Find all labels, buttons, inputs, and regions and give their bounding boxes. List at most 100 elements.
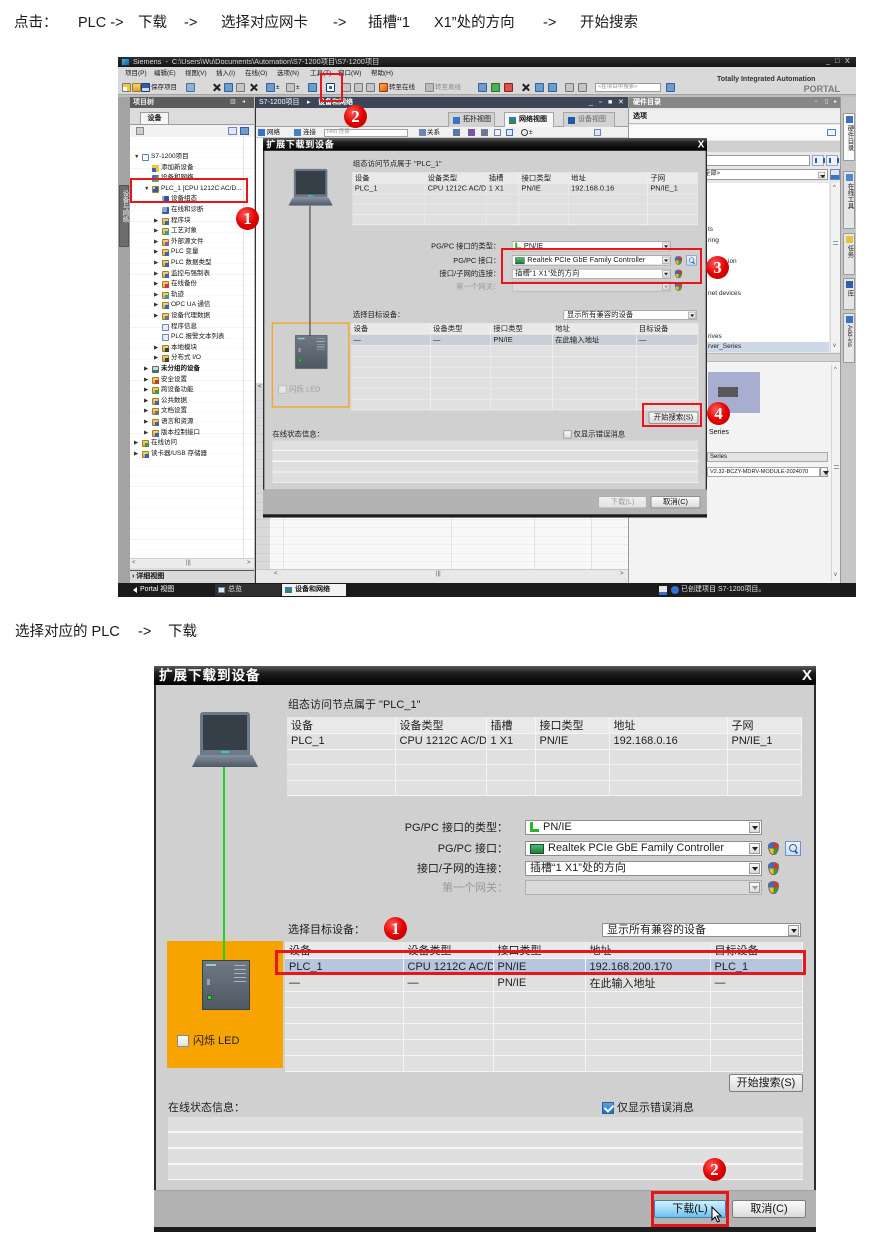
first-gateway-dropdown[interactable]	[525, 880, 762, 895]
start-search-button[interactable]: 开始搜索(S)	[729, 1074, 803, 1092]
network-mode-icon[interactable]	[258, 129, 265, 136]
download-to-device-icon[interactable]	[326, 83, 335, 92]
collapsed-arrow-icon[interactable]: ▶	[154, 291, 159, 298]
scroll-left-button[interactable]: <	[132, 560, 136, 566]
tree-item-local-modules[interactable]: ▶本地模块	[130, 343, 254, 354]
undo-icon[interactable]	[266, 83, 275, 92]
toolbar-icon[interactable]	[453, 129, 460, 136]
catalog-item[interactable]: ts	[708, 226, 714, 233]
paste-icon[interactable]	[236, 83, 245, 92]
undo-dropdown[interactable]: ±	[276, 84, 280, 91]
split-vertical-icon[interactable]	[548, 83, 557, 92]
tab-devices[interactable]: 设备	[140, 112, 169, 124]
go-online-icon[interactable]	[379, 83, 388, 92]
menu-view[interactable]: 视图(V)	[185, 70, 207, 77]
flash-led-checkbox[interactable]	[177, 1035, 189, 1047]
download-button[interactable]: 下载(L)	[654, 1200, 726, 1218]
collapse-panel-icon[interactable]: ▸	[834, 99, 838, 105]
errors-only-checkbox[interactable]	[602, 1102, 614, 1114]
collapsed-arrow-icon[interactable]: ▶	[154, 217, 159, 224]
chevron-down-icon[interactable]	[749, 843, 760, 854]
menu-project[interactable]: 项目(P)	[125, 70, 147, 77]
chevron-down-icon[interactable]	[688, 311, 696, 320]
catalog-item[interactable]: ring	[708, 237, 719, 244]
catalog-item[interactable]: ion	[728, 258, 737, 265]
tree-item-languages-resources[interactable]: ▶语言和资源	[130, 417, 254, 428]
collapsed-arrow-icon[interactable]: ▶	[144, 429, 149, 436]
go-offline-icon[interactable]	[425, 83, 434, 92]
target-device-filter-dropdown[interactable]: 显示所有兼容的设备	[602, 923, 801, 937]
go-online-button[interactable]: 转至在线	[389, 84, 415, 91]
collapsed-arrow-icon[interactable]: ▶	[134, 440, 139, 447]
cell-address[interactable]: 在此输入地址	[552, 334, 637, 346]
network-button[interactable]: 网络	[267, 129, 280, 136]
scroll-up-button[interactable]: ^	[834, 367, 837, 373]
errors-only-checkbox[interactable]	[563, 430, 572, 439]
taskcard-tasks[interactable]: 任务	[843, 233, 855, 275]
tree-item-plc-data-types[interactable]: ▶PLC 数据类型	[130, 258, 254, 269]
tree-item-plc-1[interactable]: ▼PLC_1 [CPU 1212C AC/D...	[130, 184, 254, 195]
start-cpu-icon[interactable]	[491, 83, 500, 92]
table-row-selected[interactable]: — — PN/IE 在此输入地址 —	[350, 334, 698, 346]
subnet-connection-dropdown[interactable]: 插槽“1 X1”处的方向	[511, 268, 671, 279]
flash-led-checkbox[interactable]	[278, 385, 287, 394]
taskcard-online-tools[interactable]: 在线工具	[843, 171, 855, 229]
tree-item-external-sources[interactable]: ▶外部源文件	[130, 237, 254, 248]
go-offline-button[interactable]: 转至离线	[435, 84, 461, 91]
target-device-filter-dropdown[interactable]: 显示所有兼容的设备	[563, 310, 697, 320]
collapsed-arrow-icon[interactable]: ▶	[144, 387, 149, 394]
menu-help[interactable]: 帮助(H)	[371, 70, 394, 77]
cancel-button[interactable]: 取消(C)	[650, 496, 701, 509]
tree-item-device-configuration[interactable]: 设备组态	[130, 194, 254, 205]
tree-item-distributed-io[interactable]: ▶分布式 I/O	[130, 353, 254, 364]
chevron-down-icon[interactable]	[662, 270, 670, 278]
tree-item-technology-objects[interactable]: ▶工艺对象	[130, 226, 254, 237]
search-icon[interactable]	[666, 83, 675, 92]
window-layout-icon[interactable]	[565, 83, 574, 92]
catalog-item[interactable]: net devices	[708, 290, 741, 297]
collapsed-arrow-icon[interactable]: ▶	[154, 302, 159, 309]
collapsed-arrow-icon[interactable]: ▶	[154, 281, 159, 288]
collapsed-arrow-icon[interactable]: ▶	[154, 260, 159, 266]
copy-icon[interactable]	[224, 83, 233, 92]
overview-tab[interactable]: 总览	[215, 584, 281, 596]
collapsed-arrow-icon[interactable]: ▶	[154, 238, 159, 245]
subnet-connection-dropdown[interactable]: 插槽“1 X1”处的方向	[525, 861, 762, 876]
table-row-selected[interactable]: PLC_1 CPU 1212C AC/D... PN/IE 192.168.20…	[285, 958, 803, 975]
tree-item-security-settings[interactable]: ▶安全设置	[130, 375, 254, 386]
menu-window[interactable]: 窗口(W)	[338, 70, 362, 77]
breadcrumb-project[interactable]: S7-1200项目	[259, 99, 300, 106]
collapsed-arrow-icon[interactable]: ▶	[154, 355, 159, 362]
scroll-thumb[interactable]	[834, 465, 839, 469]
table-row[interactable]: PLC_1 CPU 1212C AC/D... 1 X1 PN/IE 192.1…	[287, 733, 802, 750]
scroll-down-button[interactable]: v	[834, 572, 837, 578]
collapsed-arrow-icon[interactable]: ▶	[144, 366, 149, 372]
table-row[interactable]: — — PN/IE 在此输入地址 —	[285, 974, 803, 992]
scroll-right-button[interactable]: >	[620, 571, 624, 577]
shield-icon[interactable]	[768, 842, 779, 855]
tree-item-card-reader-usb[interactable]: ▶读卡器/USB 存储器	[130, 449, 254, 460]
tab-topology-view[interactable]: 拓扑视图	[448, 112, 495, 127]
window-restore-icon[interactable]	[578, 83, 587, 92]
relations-icon[interactable]	[419, 129, 426, 136]
collapsed-arrow-icon[interactable]: ▶	[144, 419, 149, 425]
details-view-header[interactable]: › 详细视图	[130, 570, 254, 583]
zoom-icon[interactable]	[521, 129, 528, 136]
tree-view-icon[interactable]	[136, 127, 144, 135]
stop-cpu-icon[interactable]	[504, 83, 513, 92]
cut-icon[interactable]	[212, 83, 221, 92]
shield-icon[interactable]	[768, 862, 779, 875]
pgpc-interface-dropdown[interactable]: Realtek PCIe GbE Family Controller	[525, 841, 762, 856]
tree-item-opc-ua[interactable]: ▶OPC UA 通信	[130, 300, 254, 311]
tree-item-device-proxy-data[interactable]: ▶设备代理数据	[130, 311, 254, 322]
tree-item-online-diagnostics[interactable]: 在线和诊断	[130, 205, 254, 216]
simulation-icon[interactable]	[354, 83, 363, 92]
tree-item-online-backups[interactable]: ▶在线备份	[130, 279, 254, 290]
download-button[interactable]: 下载(L)	[598, 496, 647, 509]
panel-layout-icon[interactable]: ▯	[825, 99, 829, 105]
cancel-button[interactable]: 取消(C)	[732, 1200, 806, 1218]
collapsed-arrow-icon[interactable]: ▶	[144, 397, 149, 404]
dialog-title-bar[interactable]: 扩展下载到设备 X	[154, 666, 816, 685]
tree-item-cross-device-functions[interactable]: ▶跨设备功能	[130, 385, 254, 396]
menu-options[interactable]: 选项(N)	[277, 70, 300, 77]
